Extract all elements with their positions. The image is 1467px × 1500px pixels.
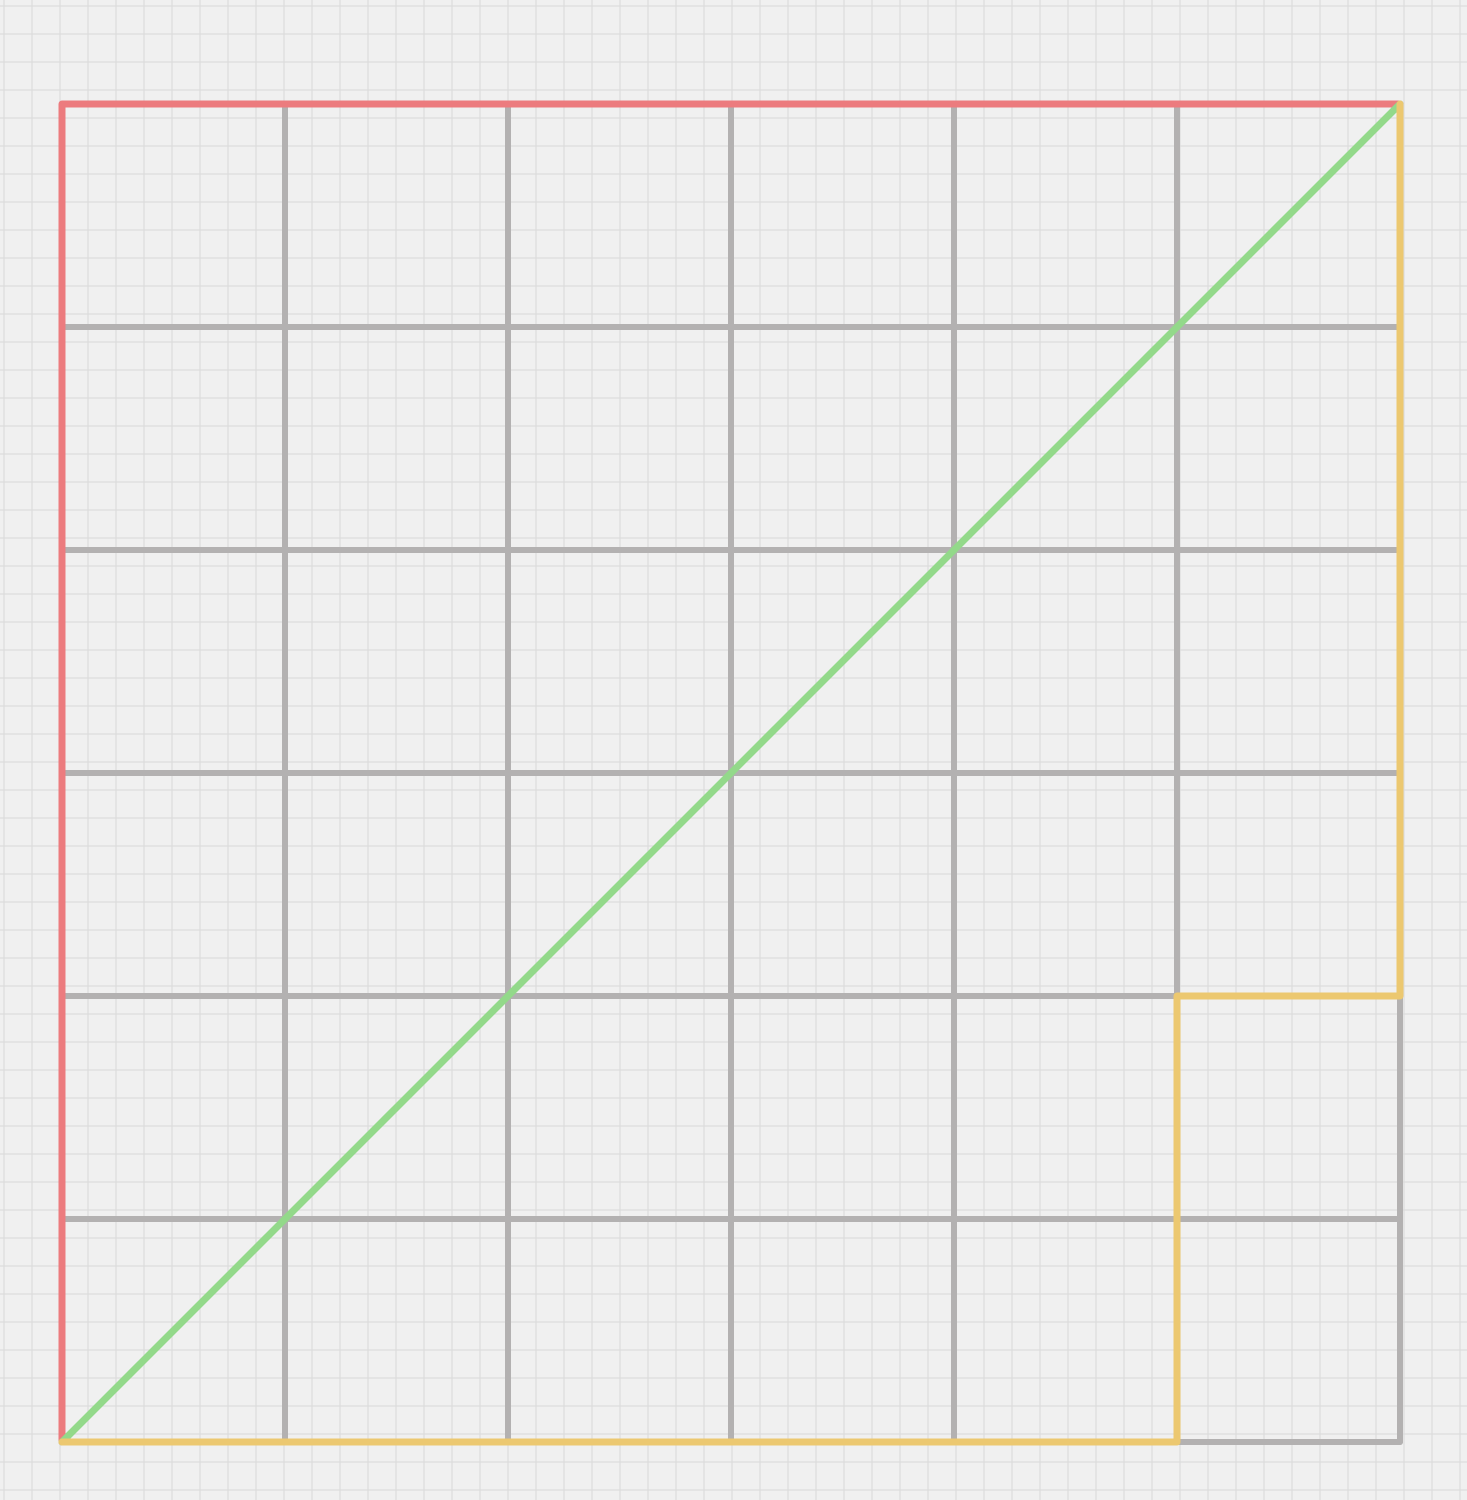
paths	[58, 100, 1404, 1446]
left-top-path	[58, 100, 1404, 1446]
bottom-right-path	[58, 100, 1404, 1446]
diagonal-path	[58, 100, 1404, 1446]
